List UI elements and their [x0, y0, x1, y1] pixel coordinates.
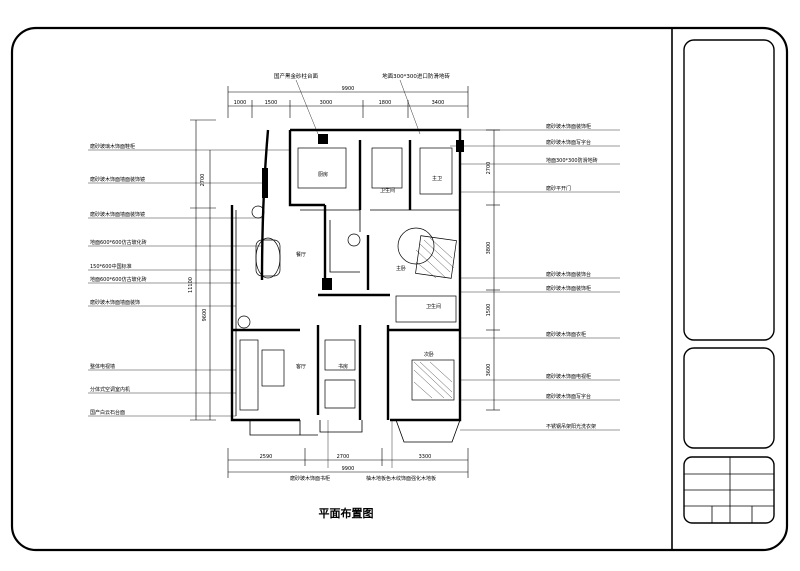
sheet-border: [10, 26, 789, 552]
right-dimension-label: 3800: [486, 242, 492, 255]
left-material-note: 整体电视墙: [90, 363, 115, 370]
right-material-note: 磨砂玻木饰面装饰台: [546, 271, 591, 278]
left-material-note: 国产白云石台面: [90, 409, 125, 416]
room-label: 卫生间: [426, 303, 441, 310]
left-dimension-label: 2700: [200, 174, 206, 187]
right-material-note: 磨砂玻木饰面电视柜: [546, 373, 591, 380]
furniture: [237, 147, 457, 411]
hatched-areas: [413, 237, 455, 399]
left-material-note: 磨砂玻璃木饰面鞋柜: [90, 143, 135, 150]
top-dimension-label: 1000: [234, 100, 247, 106]
thin-walls: [235, 209, 461, 443]
annotation-text-layer: 平面布置图 国产黑金砂柱台面 地面300*300进口防滑地砖 1000 1500 3000…: [90, 72, 598, 520]
room-label: 卫生间: [380, 187, 395, 194]
right-material-note: 不锈钢吊架阳光洗衣架: [546, 423, 596, 430]
room-label: 次卧: [424, 351, 434, 358]
top-total-dimension: 9900: [342, 86, 355, 92]
room-label: 主卧: [396, 265, 406, 272]
top-dimension-label: 3400: [432, 100, 445, 106]
top-dimension-label: 1800: [379, 100, 392, 106]
left-material-note: 磨砂玻木饰面墙面装饰镜: [90, 176, 145, 183]
top-dimension-label: 3000: [320, 100, 333, 106]
bottom-dimension-lines: [227, 448, 469, 478]
bottom-total-dimension: 9900: [342, 466, 355, 472]
right-material-note: 磨砂平开门: [546, 185, 571, 192]
room-label: 书房: [338, 363, 348, 370]
left-dimension-label: 9600: [202, 309, 208, 322]
drawing-title: 平面布置图: [319, 506, 374, 520]
right-dimension-label: 2700: [486, 162, 492, 175]
top-callout: 国产黑金砂柱台面: [274, 72, 319, 80]
left-material-note: 磨砂玻木饰面墙面装饰: [90, 299, 140, 306]
top-callout: 地面300*300进口防滑地砖: [382, 72, 450, 80]
room-label: 餐厅: [296, 251, 306, 258]
left-material-note: 地面600*600仿古玻化砖: [90, 239, 147, 246]
top-dimension-lines: [227, 86, 469, 118]
right-material-note: 磨砂玻木饰面装饰柜: [546, 285, 591, 292]
right-material-note: 磨砂玻木饰面写字台: [546, 139, 591, 146]
right-material-note: 磨砂玻木饰面写字台: [546, 393, 591, 400]
left-dimension-label: 11100: [188, 277, 194, 293]
bottom-material-note: 磨砂玻木饰面书柜: [290, 475, 330, 482]
bottom-dimension-label: 2700: [337, 454, 350, 460]
right-material-note: 磨砂玻木饰面装饰柜: [546, 123, 591, 130]
right-dimension-label: 3600: [486, 364, 492, 377]
bottom-dimension-label: 3300: [419, 454, 432, 460]
left-material-note: 分体式空调室内机: [90, 386, 130, 393]
right-material-note: 磨砂玻木饰面衣柜: [546, 331, 586, 338]
top-dimension-label: 1500: [265, 100, 278, 106]
room-label: 客厅: [296, 363, 306, 370]
left-material-note: 地面600*600仿古玻化砖: [90, 276, 147, 283]
bottom-dimension-label: 2590: [260, 454, 273, 460]
room-label: 主卫: [432, 175, 442, 182]
bottom-material-note: 柚木地板色木纹饰面强化木地板: [366, 475, 436, 482]
leader-lines: [88, 79, 620, 468]
left-material-note: 150*600中国标准: [90, 263, 132, 270]
right-dimension-label: 1500: [486, 304, 492, 317]
right-material-note: 地面300*300防滑地砖: [546, 157, 598, 164]
room-label: 厨房: [318, 171, 328, 178]
title-block: [683, 39, 775, 524]
left-material-note: 磨砂玻木饰面墙面装饰镜: [90, 211, 145, 218]
